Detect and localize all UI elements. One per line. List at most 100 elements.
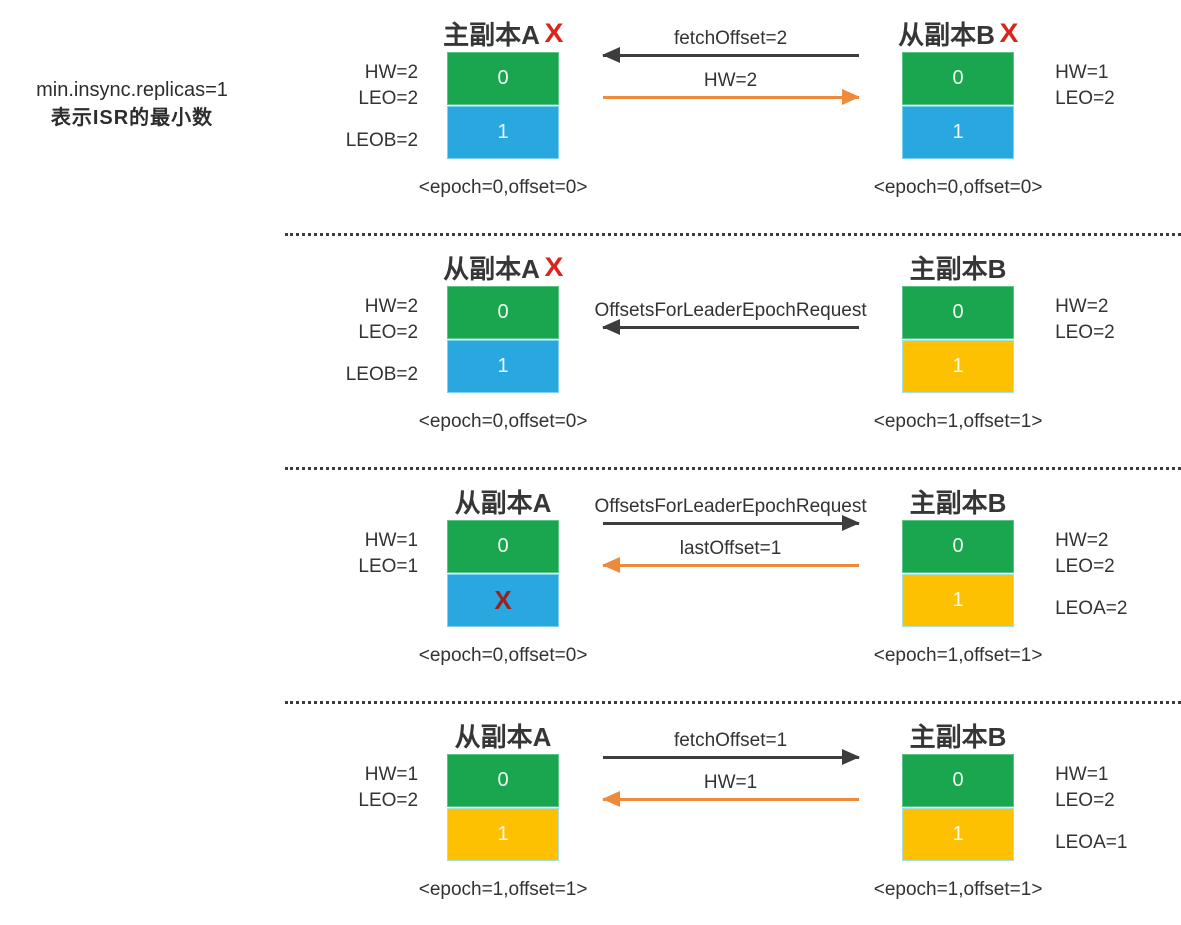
replica-title: 主副本B (909, 253, 1007, 284)
replica-stat: LEO=1 (358, 556, 419, 577)
segment-label: 1 (952, 121, 964, 143)
replica-stat: HW=1 (1055, 764, 1109, 785)
replica-title: 主副本B (909, 721, 1007, 752)
log-segment: 0 (447, 754, 560, 807)
epoch-label: <epoch=1,offset=1> (418, 879, 588, 900)
log-segment: 1 (447, 340, 560, 393)
replica-stat: LEO=2 (358, 88, 419, 109)
message: HW=1 (601, 772, 859, 807)
replica-title: 从副本B (898, 19, 995, 50)
log-segment: 0 (902, 520, 1015, 573)
replica-stat: LEOA=1 (1055, 832, 1128, 853)
epoch-label: <epoch=1,offset=1> (873, 411, 1043, 432)
config-note-line2: 表示ISR的最小数 (50, 107, 214, 129)
message: HW=2 (602, 70, 860, 105)
segment-label: 0 (497, 769, 509, 791)
log-segment: 0 (447, 286, 560, 339)
message-label: OffsetsForLeaderEpochRequest (594, 496, 867, 517)
replica-stat: HW=1 (364, 530, 419, 551)
message-label: fetchOffset=1 (673, 730, 788, 751)
replica-stat: LEO=2 (1055, 88, 1115, 109)
message-label: HW=2 (703, 70, 758, 91)
replica-title: 从副本A (454, 721, 552, 752)
replica-title-row: 主副本B (910, 716, 1007, 754)
message-label: HW=1 (703, 772, 758, 793)
log-segment: 1 (902, 340, 1015, 393)
segment-label: 0 (497, 535, 509, 557)
replica-stat: HW=1 (1055, 62, 1109, 83)
log-segment: 0 (447, 520, 560, 573)
crash-x-icon: X (544, 251, 564, 282)
messages: OffsetsForLeaderEpochRequest (578, 248, 883, 335)
epoch-label: <epoch=1,offset=1> (873, 879, 1043, 900)
replica-stat: LEO=2 (358, 790, 419, 811)
replica-title: 主副本A (443, 19, 540, 50)
replica-title: 从副本A (443, 253, 540, 284)
segment-label: 0 (952, 769, 964, 791)
stats-bottom-group: LEOB=2 (300, 362, 418, 388)
replica-stat: HW=1 (364, 764, 419, 785)
arrow-right-icon (602, 89, 860, 105)
stats-bottom-group: LEOA=2 (1055, 596, 1181, 622)
epoch-label: <epoch=0,offset=0> (418, 411, 588, 432)
replica-stat: LEOA=2 (1055, 598, 1128, 619)
replica-stat: HW=2 (1055, 530, 1109, 551)
replica-stat: LEO=2 (358, 322, 419, 343)
message: OffsetsForLeaderEpochRequest (594, 496, 867, 531)
segment-label: 1 (497, 121, 509, 143)
log-segment: X (447, 574, 560, 627)
arrow-left-icon (601, 791, 859, 807)
replica-stat: HW=2 (364, 62, 419, 83)
replica-title-row: 从副本A (455, 482, 552, 520)
log-segment: 1 (447, 808, 560, 861)
replica-title-row: 主副本B (910, 248, 1007, 286)
segment-crash-x-icon: X (494, 585, 512, 615)
log-segment: 0 (447, 52, 560, 105)
segment-label: 1 (497, 355, 509, 377)
config-note: min.insync.replicas=1 表示ISR的最小数 (14, 76, 250, 133)
replica-stat: LEOB=2 (345, 130, 419, 151)
segment-label: 0 (497, 67, 509, 89)
log-segment: 0 (902, 754, 1015, 807)
message: fetchOffset=1 (602, 730, 860, 765)
segment-label: 0 (952, 301, 964, 323)
arrow-left-icon (601, 319, 859, 335)
arrow-left-icon (601, 557, 859, 573)
message: OffsetsForLeaderEpochRequest (594, 300, 867, 335)
epoch-label: <epoch=1,offset=1> (873, 645, 1043, 666)
replica-stat: LEO=2 (1055, 556, 1115, 577)
segment-label: 1 (497, 823, 509, 845)
replica-title: 从副本A (454, 487, 552, 518)
message: fetchOffset=2 (601, 28, 859, 63)
